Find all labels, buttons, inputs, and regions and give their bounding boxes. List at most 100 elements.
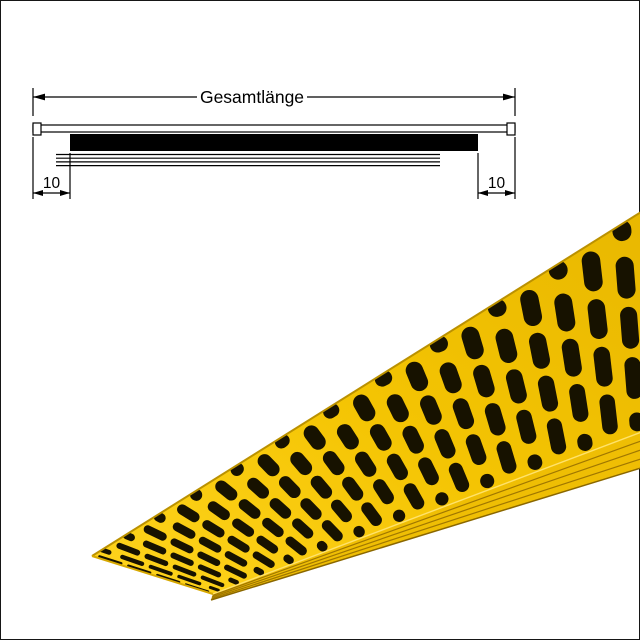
vent-slot (228, 577, 239, 585)
arrowhead-right-icon (505, 190, 515, 196)
vent-slot (495, 328, 518, 363)
vent-slot (310, 475, 333, 499)
grille-product-render (91, 211, 640, 601)
vent-slot (238, 499, 261, 519)
right-margin-label: 10 (488, 175, 506, 192)
vent-slot (278, 476, 301, 499)
vent-slot (215, 480, 238, 501)
arrowhead-left-icon (478, 190, 488, 196)
vent-slot (224, 551, 248, 567)
vent-slot (520, 289, 543, 327)
vent-slot (200, 575, 225, 588)
vent-slot (283, 554, 294, 565)
vent-slot (505, 369, 527, 404)
total-length-label: Gesamtlänge (200, 87, 304, 107)
vent-slot (554, 293, 576, 332)
left-margin-label: 10 (43, 175, 61, 192)
vent-slot (207, 501, 230, 521)
vent-slot (353, 394, 376, 422)
vent-slot (418, 457, 439, 486)
vent-slot (321, 520, 343, 542)
vent-slot (285, 536, 307, 556)
vent-slot (629, 412, 640, 432)
vent-slot (386, 394, 409, 423)
vent-slot (252, 551, 275, 568)
vent-slot (172, 522, 196, 539)
vent-slot (403, 483, 425, 510)
vent-slot (434, 429, 456, 459)
vent-slot (386, 453, 408, 481)
vent-slot (257, 454, 280, 477)
vent-slot (599, 394, 618, 435)
vent-slot (496, 441, 517, 474)
arrowhead-left-icon (33, 190, 43, 196)
vent-slot (177, 574, 202, 586)
vent-slot (484, 403, 506, 436)
vent-slot (116, 542, 141, 556)
vent-slot (316, 540, 328, 552)
vent-slot (269, 498, 292, 519)
vent-slot (361, 502, 382, 527)
dimension-left-margin: 10 (32, 137, 71, 199)
vent-slot (516, 409, 537, 444)
vent-slot (546, 418, 567, 455)
vent-slot (247, 477, 270, 499)
vent-slot (290, 451, 313, 476)
arrowhead-right-icon (60, 190, 70, 196)
vent-slot (148, 564, 173, 576)
vent-slot (461, 326, 484, 360)
vent-slot (170, 552, 194, 566)
vent-slot (262, 517, 284, 538)
left-end-cap (32, 122, 42, 136)
grille-face (92, 212, 640, 594)
vent-slot (98, 555, 123, 565)
top-flange (32, 124, 516, 133)
vent-slot (172, 564, 197, 577)
perforated-core (70, 134, 478, 151)
vent-slot (227, 535, 250, 553)
vent-slot (473, 364, 495, 398)
far-edge (91, 211, 640, 557)
fold-ridge-line (211, 458, 640, 600)
vent-slot (581, 251, 603, 292)
vent-slot (330, 499, 353, 523)
vent-slot (292, 518, 314, 539)
vent-slot (435, 492, 449, 506)
vent-slots (98, 220, 640, 593)
vent-slot (198, 536, 222, 553)
fold-ridge-line (212, 440, 640, 597)
vent-slot (303, 425, 326, 450)
vent-slot (392, 509, 406, 522)
vent-slot (197, 564, 222, 578)
vent-slot (561, 338, 582, 377)
fold-ridge-line (211, 449, 640, 598)
vent-slot (537, 375, 559, 412)
vent-slot (620, 306, 640, 349)
vent-slot (402, 425, 424, 454)
vent-slot (577, 433, 593, 451)
vent-slot (480, 473, 495, 489)
vent-slot (342, 476, 364, 501)
vent-slot (143, 525, 167, 541)
vent-slot (593, 346, 613, 387)
vent-slot (420, 395, 442, 425)
vent-slot (256, 535, 279, 554)
arrowhead-left-icon (33, 93, 45, 101)
vent-slot (336, 424, 359, 450)
vent-slot (452, 398, 475, 430)
dimension-right-margin: 10 (477, 137, 516, 199)
vent-slot (615, 256, 636, 299)
vent-slot (354, 451, 377, 477)
vent-slot (253, 566, 265, 576)
vent-slot (224, 564, 247, 579)
vent-slot (300, 498, 322, 520)
vent-slot (528, 332, 551, 369)
vent-slot (170, 538, 194, 554)
vent-slot (448, 462, 470, 492)
vent-slot (569, 383, 589, 422)
vent-slot (232, 518, 255, 537)
arrowhead-right-icon (503, 93, 515, 101)
vent-slot (369, 424, 392, 451)
dimension-total-length: Gesamtlänge (32, 87, 516, 116)
technical-drawing: Gesamtlänge 10 10 (32, 87, 516, 199)
